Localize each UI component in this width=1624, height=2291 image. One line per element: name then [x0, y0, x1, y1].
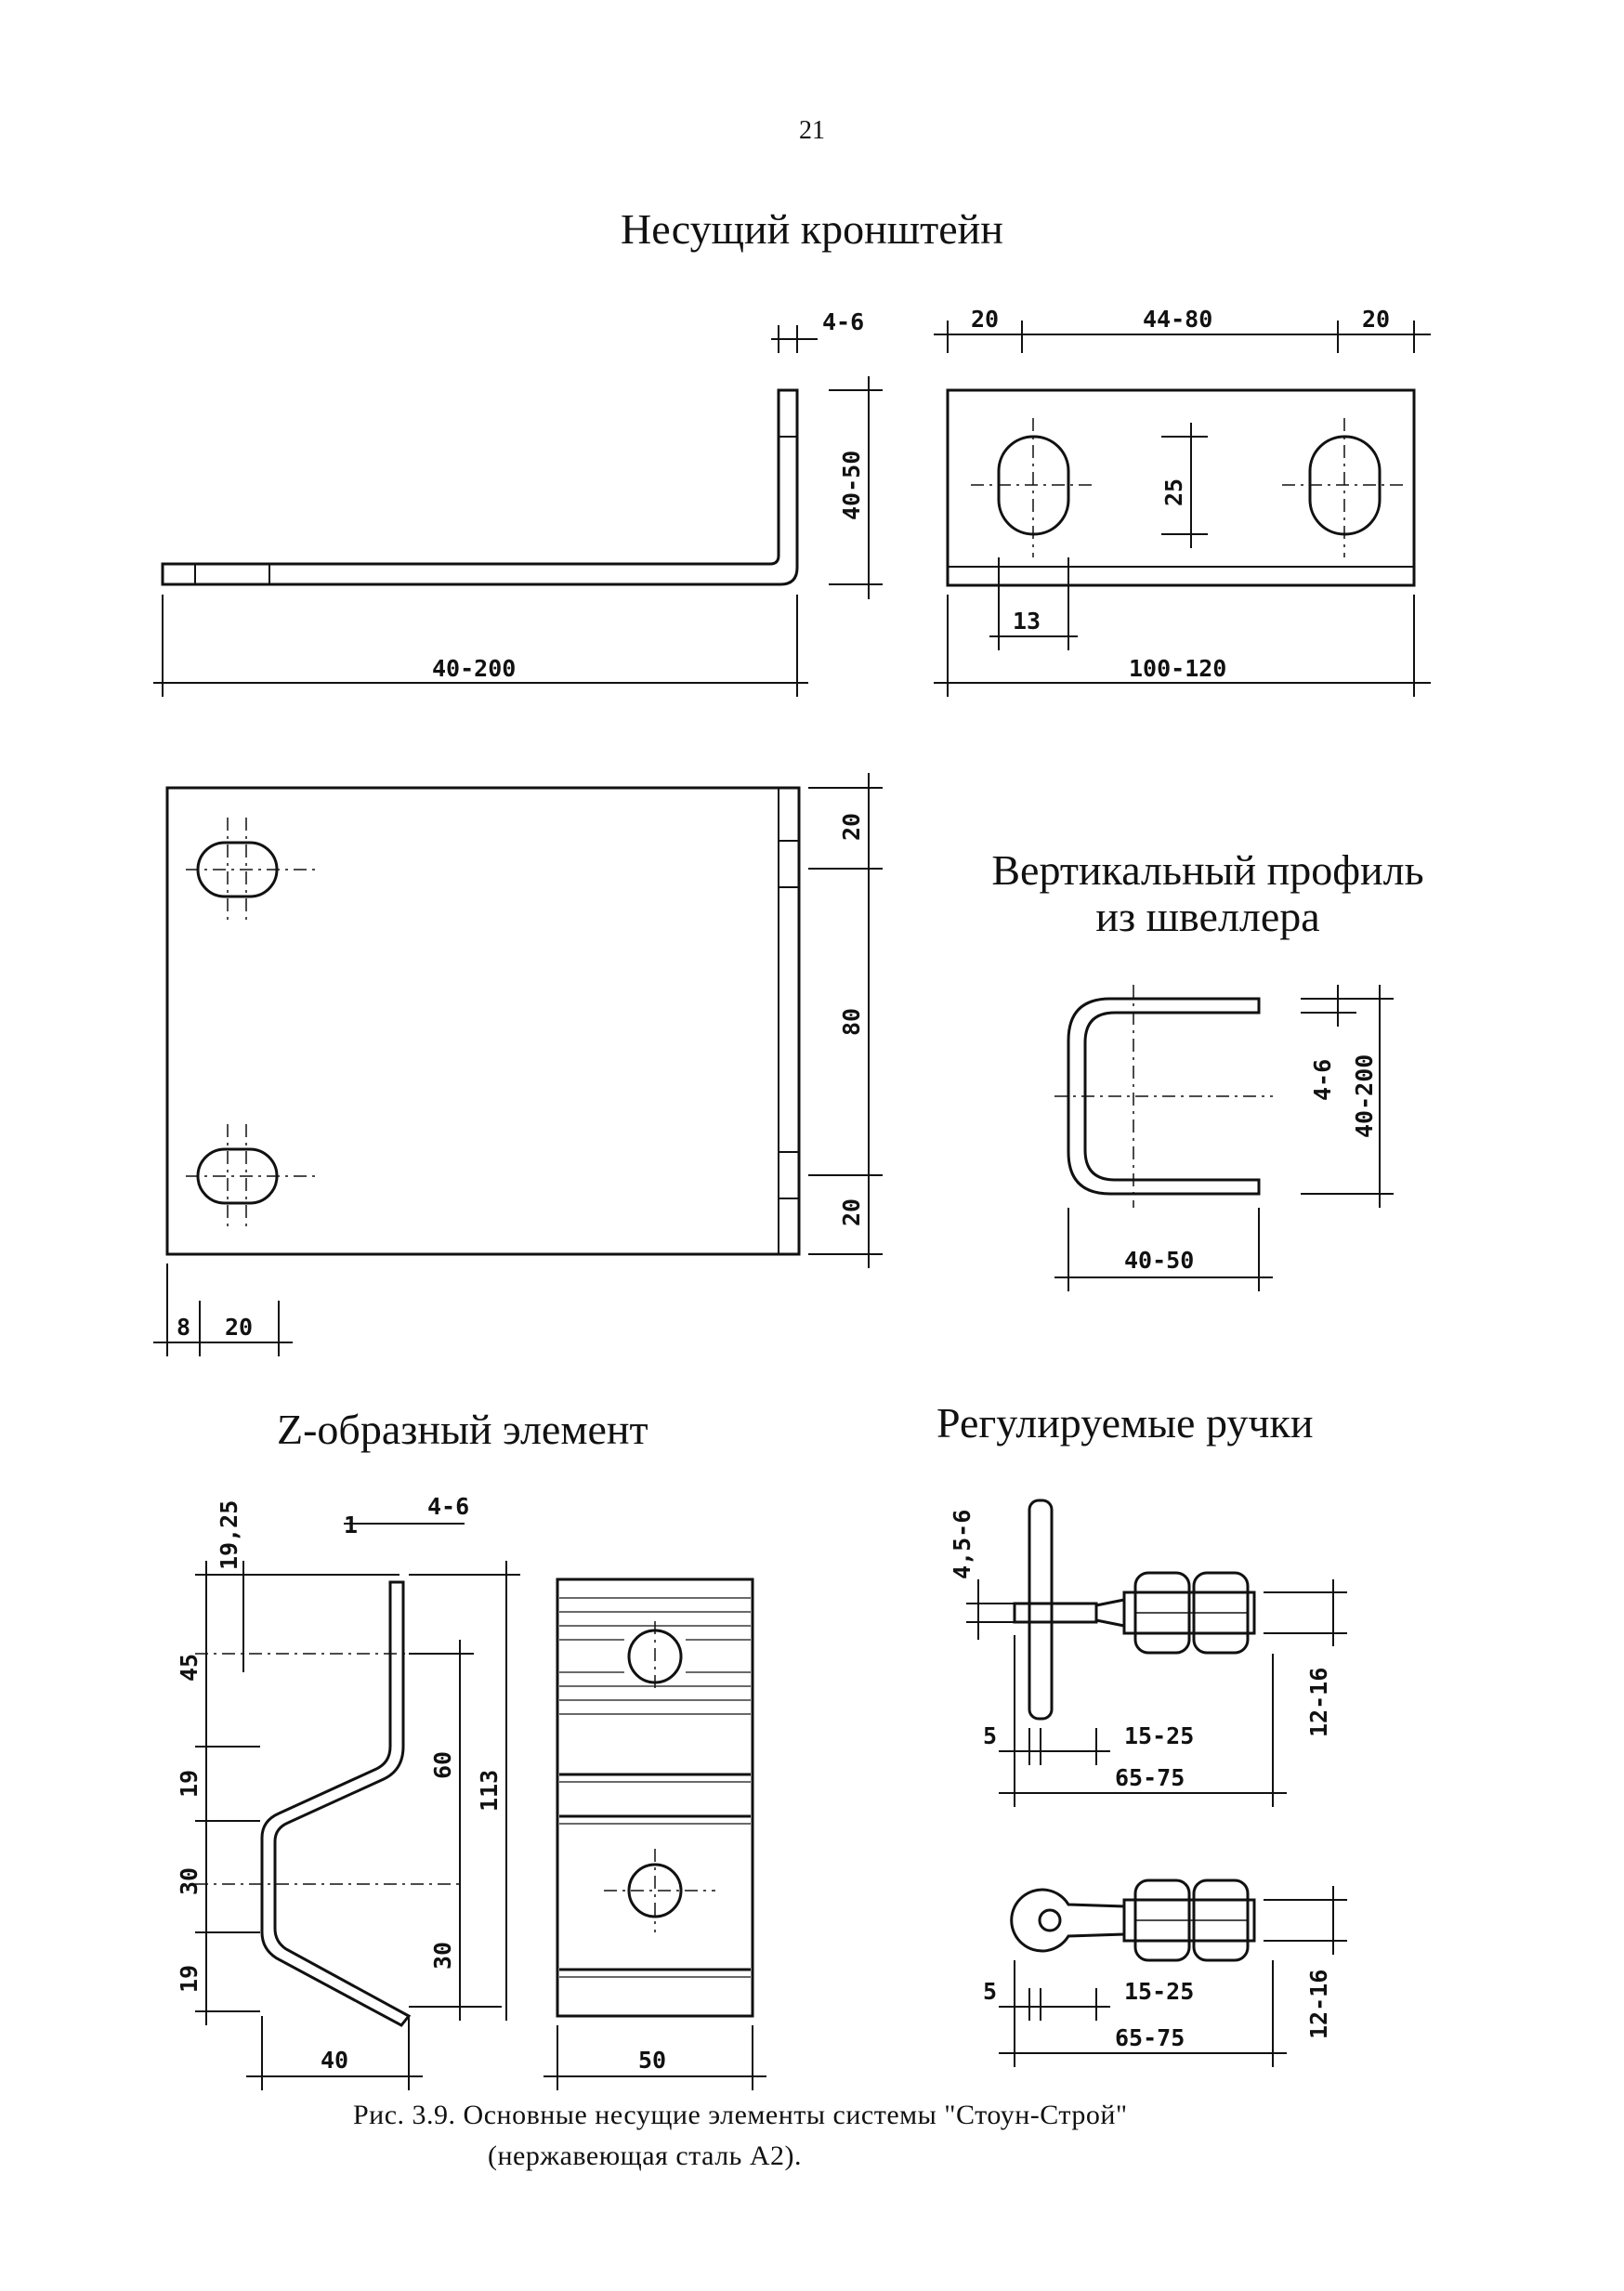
dim-z-top: 19,25 [216, 1500, 242, 1570]
page-number: 21 [799, 116, 825, 145]
bracket-side-view [161, 388, 799, 586]
dim-bracket-length: 40-200 [432, 655, 516, 682]
dim-z-gap: 1 [344, 1512, 358, 1538]
dim-channel-height: 40-200 [1351, 1054, 1378, 1138]
dim-z-30b: 30 [429, 1942, 456, 1970]
z-element-profile [260, 1580, 412, 2027]
bracket-title: Несущий кронштейн [621, 205, 1003, 253]
dim-channel-width: 40-50 [1124, 1247, 1194, 1274]
dim-z-60: 60 [429, 1751, 456, 1779]
channel-axes [1054, 985, 1273, 1208]
handles-title: Регулируемые ручки [936, 1399, 1314, 1447]
handle-1 [1013, 1499, 1256, 1721]
bracket-plate-axes [971, 418, 1408, 557]
dim-z-19b: 19 [176, 1965, 203, 1993]
channel-title-line2: из швеллера [1095, 893, 1320, 940]
dim-bracket-height: 40-50 [838, 451, 865, 520]
dim-plate-edge-left: 20 [971, 306, 999, 333]
dim-side-middle: 80 [838, 1008, 865, 1036]
handle-2 [1010, 1879, 1256, 1962]
z-front-axes [604, 1621, 715, 1932]
dim-handle1-5: 5 [983, 1722, 997, 1749]
dim-side-bottom: 20 [838, 1198, 865, 1226]
dim-slot-length: 25 [1160, 478, 1187, 506]
z-element-title: Z-образный элемент [277, 1406, 648, 1453]
dim-plate-middle: 44-80 [1143, 306, 1212, 333]
z-element-front-view [556, 1578, 754, 2018]
z-element-axes [195, 1653, 465, 1885]
bracket-top-dimensions [153, 773, 883, 1356]
dim-z-45: 45 [176, 1654, 203, 1682]
z-element-dimensions [195, 1523, 520, 2090]
dim-plate-edge-right: 20 [1362, 306, 1390, 333]
handle-2-dimensions [999, 1886, 1347, 2067]
dim-plate-width: 100-120 [1129, 655, 1226, 682]
figure-caption-line2: (нержавеющая сталь А2). [488, 2140, 803, 2171]
channel-title-line1: Вертикальный профиль [991, 846, 1424, 894]
dim-handle2-nut: 15-25 [1124, 1978, 1194, 2005]
dim-handle-rod: 4,5-6 [949, 1510, 976, 1579]
dim-handle1-total: 65-75 [1115, 1764, 1185, 1791]
dim-z-40: 40 [321, 2047, 348, 2074]
dim-slot-width: 13 [1013, 608, 1041, 635]
dim-z-113: 113 [476, 1770, 503, 1812]
dim-bottom-small: 8 [177, 1314, 190, 1341]
channel-dimensions [1054, 985, 1394, 1291]
handle-1-dimensions [966, 1579, 1347, 1807]
dim-bracket-thickness: 4-6 [822, 308, 864, 335]
dim-z-50: 50 [638, 2047, 666, 2074]
dim-handle2-5: 5 [983, 1978, 997, 2005]
bracket-top-axes [186, 818, 316, 1231]
dim-side-top: 20 [838, 813, 865, 841]
dim-channel-flange: 4-6 [1309, 1059, 1336, 1101]
z-element-corrugation [559, 1597, 751, 1978]
bracket-side-dimensions [153, 325, 883, 697]
dim-z-30a: 30 [176, 1867, 203, 1895]
dim-handle1-nut: 15-25 [1124, 1722, 1194, 1749]
dim-z-19a: 19 [176, 1770, 203, 1798]
dim-handle2-total: 65-75 [1115, 2024, 1185, 2051]
bracket-top-view [165, 786, 801, 1256]
z-front-dimensions [544, 2025, 766, 2090]
dim-handle1-thread: 12-16 [1305, 1668, 1332, 1737]
dim-bottom-edge: 20 [225, 1314, 253, 1341]
dim-handle2-thread: 12-16 [1305, 1970, 1332, 2039]
bracket-plate-dimensions [934, 321, 1431, 697]
dim-z-thickness: 4-6 [427, 1493, 469, 1520]
figure-caption-line1: Рис. 3.9. Основные несущие элементы сист… [353, 2100, 1128, 2130]
channel-profile [1067, 997, 1261, 1196]
dimension-labels: 4-6 40-50 40-200 20 44-80 20 25 13 100-1… [176, 306, 1390, 2074]
